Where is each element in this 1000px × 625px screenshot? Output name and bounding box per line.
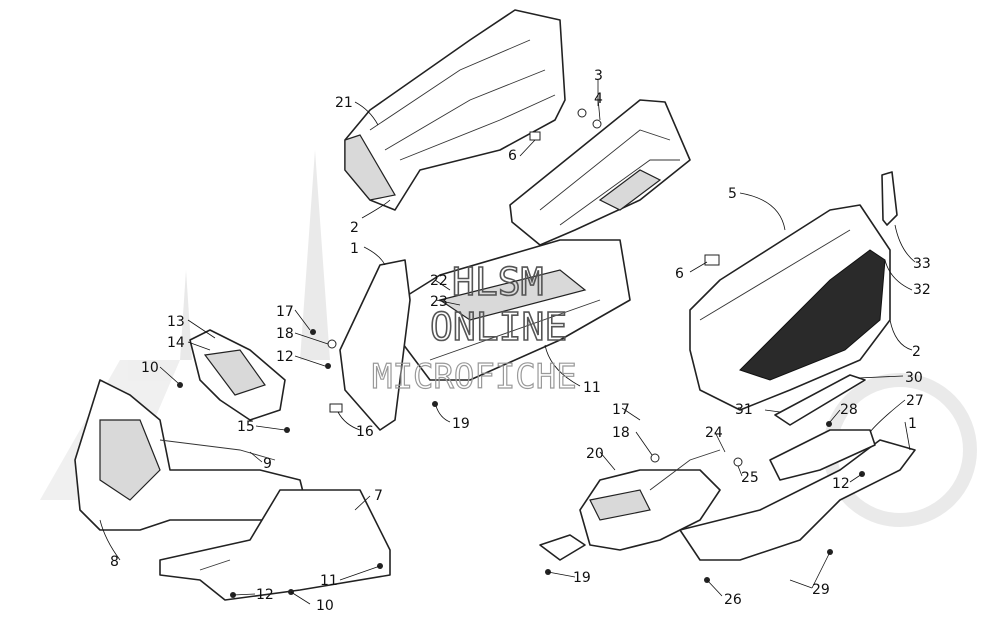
callout-17: 17 xyxy=(276,304,294,320)
upper-seat-base xyxy=(344,9,566,211)
callout-5: 5 xyxy=(728,186,737,202)
callout-1b: 1 xyxy=(908,416,917,432)
side-bracket xyxy=(769,429,876,481)
nose-fairing xyxy=(74,379,306,531)
right-seat-frame xyxy=(689,204,891,411)
callout-30: 30 xyxy=(905,370,923,386)
callout-31: 31 xyxy=(735,402,753,418)
callout-23: 23 xyxy=(430,294,448,310)
center-pan xyxy=(339,239,631,431)
callout-10b: 10 xyxy=(316,598,334,614)
callout-3: 3 xyxy=(594,68,603,84)
callout-12c: 12 xyxy=(832,476,850,492)
callout-12b: 12 xyxy=(256,587,274,603)
callout-29: 29 xyxy=(812,582,830,598)
watermark-line1: HLSM xyxy=(452,260,544,304)
callout-19b: 19 xyxy=(573,570,591,586)
cable xyxy=(649,449,743,491)
callout-11: 11 xyxy=(583,380,601,396)
callout-2b: 2 xyxy=(912,344,921,360)
callout-24: 24 xyxy=(705,425,723,441)
callout-22: 22 xyxy=(430,273,448,289)
callout-20: 20 xyxy=(586,446,604,462)
leader-lines xyxy=(99,80,916,605)
watermark-line2: ONLINE xyxy=(430,305,567,349)
callout-25: 25 xyxy=(741,470,759,486)
watermark: HLSM ONLINE MICROFICHE xyxy=(371,259,577,397)
callout-9: 9 xyxy=(263,456,272,472)
callout-6b: 6 xyxy=(675,266,684,282)
callout-13: 13 xyxy=(167,314,185,330)
callout-6: 6 xyxy=(508,148,517,164)
latch xyxy=(881,171,898,226)
callout-14: 14 xyxy=(167,335,185,351)
seat-pad xyxy=(509,99,691,246)
right-belly-pan xyxy=(539,439,916,561)
callout-8: 8 xyxy=(110,554,119,570)
strap xyxy=(774,374,866,426)
callout-27: 27 xyxy=(906,393,924,409)
callout-32: 32 xyxy=(913,282,931,298)
callout-16: 16 xyxy=(356,424,374,440)
callout-33: 33 xyxy=(913,256,931,272)
callouts: 21 3 4 6 2 5 33 32 2 6 1 22 23 17 18 12 … xyxy=(110,68,931,614)
callout-19: 19 xyxy=(452,416,470,432)
callout-15: 15 xyxy=(237,419,255,435)
callout-4: 4 xyxy=(594,91,603,107)
hardware xyxy=(177,108,865,598)
callout-17b: 17 xyxy=(612,402,630,418)
left-floor-plate xyxy=(159,489,391,601)
callout-12: 12 xyxy=(276,349,294,365)
callout-26: 26 xyxy=(724,592,742,608)
callout-21: 21 xyxy=(335,95,353,111)
callout-28: 28 xyxy=(840,402,858,418)
watermark-line3: MICROFICHE xyxy=(372,357,577,397)
callout-11b: 11 xyxy=(320,573,338,589)
callout-2: 2 xyxy=(350,220,359,236)
callout-18b: 18 xyxy=(612,425,630,441)
callout-18: 18 xyxy=(276,326,294,342)
callout-7: 7 xyxy=(374,488,383,504)
callout-1: 1 xyxy=(350,241,359,257)
left-upper-panel xyxy=(189,329,286,421)
callout-10: 10 xyxy=(141,360,159,376)
